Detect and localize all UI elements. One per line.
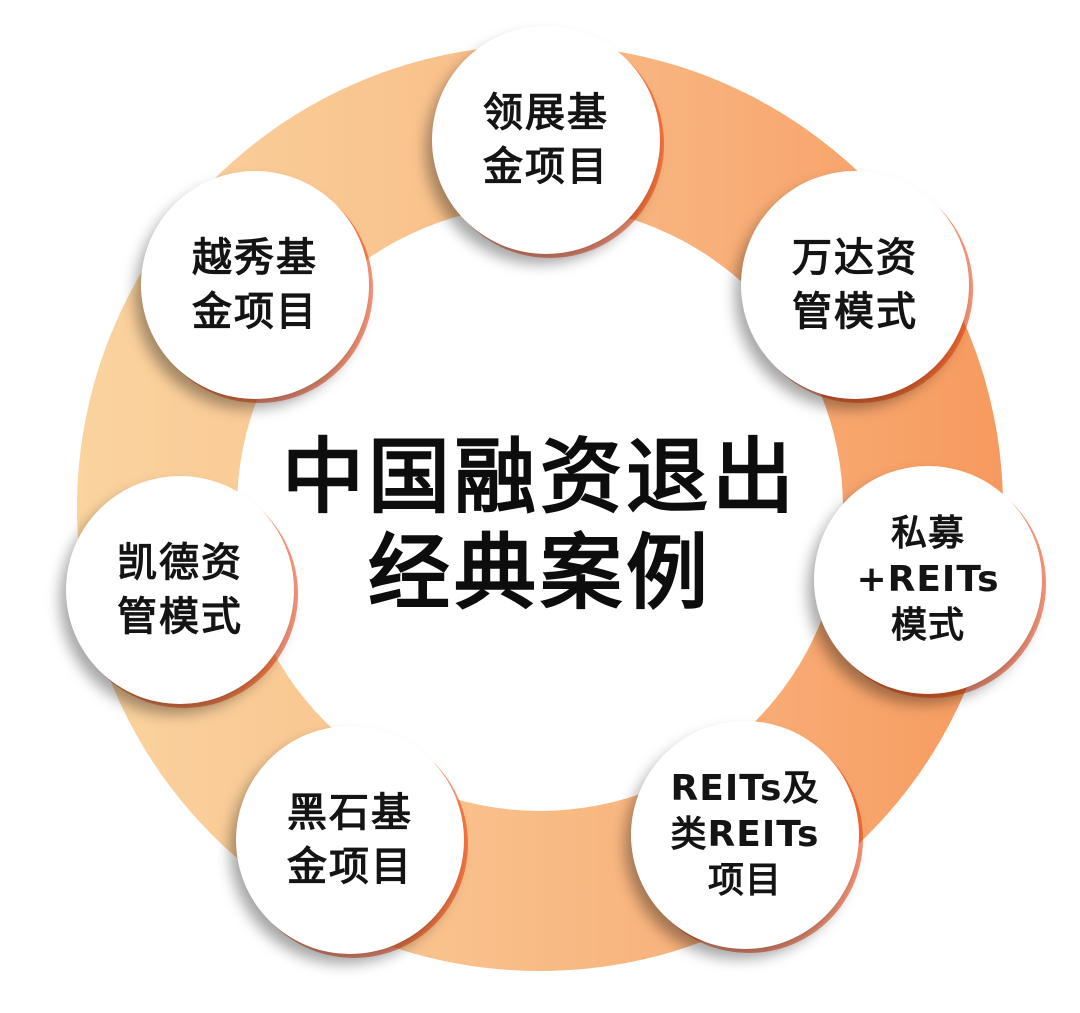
node-label: REITs及 类REITs 项目 xyxy=(670,768,820,901)
node-reits: REITs及 类REITs 项目 xyxy=(631,721,859,949)
node-blackstone: 黑石基 金项目 xyxy=(236,726,464,954)
node-yuexiu: 越秀基 金项目 xyxy=(141,171,369,399)
node-label: 凯德资 管模式 xyxy=(117,540,243,640)
center-title-line-2: 经典案例 xyxy=(367,526,712,621)
node-private-reits: 私募 +REITs 模式 xyxy=(814,466,1042,694)
node-label: 私募 +REITs 模式 xyxy=(856,513,1000,646)
node-label: 越秀基 金项目 xyxy=(192,235,318,335)
node-lingzhan: 领展基 金项目 xyxy=(432,26,660,254)
center-title-line-1: 中国融资退出 xyxy=(281,430,798,525)
node-wanda: 万达资 管模式 xyxy=(741,171,969,399)
node-label: 万达资 管模式 xyxy=(792,235,918,335)
node-label: 黑石基 金项目 xyxy=(287,790,413,890)
node-label: 领展基 金项目 xyxy=(483,90,609,190)
node-capitaland: 凯德资 管模式 xyxy=(66,476,294,704)
center-title: 中国融资退出 经典案例 xyxy=(240,430,840,622)
